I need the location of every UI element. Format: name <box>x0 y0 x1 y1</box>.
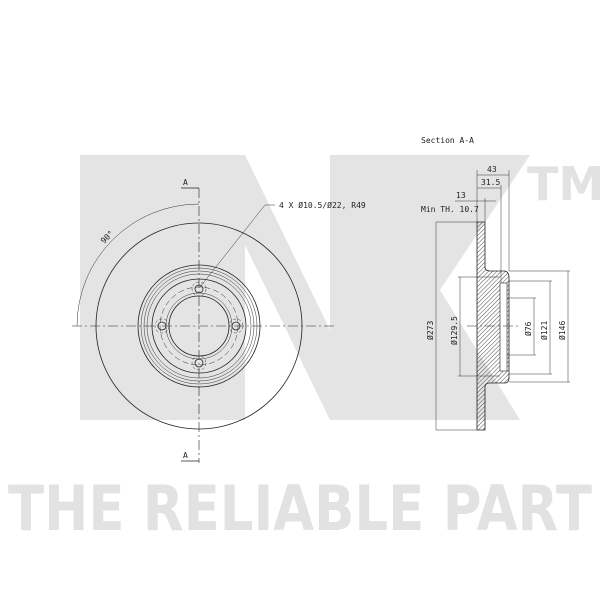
dim-total-height: 43 <box>487 165 497 174</box>
section-view: Section A-A Ø273 Ø129.5 Ø76 Ø121 Ø146 43… <box>421 136 570 431</box>
section-marker-bottom: A <box>183 451 188 460</box>
dim-disc-thickness: 13 <box>456 191 466 200</box>
dim-hub-height: 31.5 <box>481 178 500 187</box>
trademark-mark: TM <box>527 157 600 211</box>
front-view: A A 90° 4 X Ø10.5/Ø22, R49 <box>72 178 366 463</box>
section-marker-top: A <box>183 178 188 187</box>
dim-hub-diameter: Ø146 <box>557 321 567 340</box>
slogan-watermark: THE RELIABLE PART <box>8 472 592 545</box>
nk-watermark-logo <box>80 155 530 420</box>
disc-outer-circle <box>95 222 303 430</box>
bolt-callout-leader <box>199 204 275 288</box>
angle-arc <box>76 203 200 327</box>
dim-bolt-side-diameter: Ø121 <box>539 321 549 340</box>
min-thickness-label: Min TH. 10.7 <box>421 205 479 214</box>
dim-center-bore: Ø76 <box>523 321 533 336</box>
bolt-hole-callout: 4 X Ø10.5/Ø22, R49 <box>279 200 366 210</box>
dim-outer-diameter: Ø273 <box>425 321 435 340</box>
section-title: Section A-A <box>421 136 474 145</box>
dim-inner-step-diameter: Ø129.5 <box>449 316 459 345</box>
bolt-holes <box>154 281 244 371</box>
